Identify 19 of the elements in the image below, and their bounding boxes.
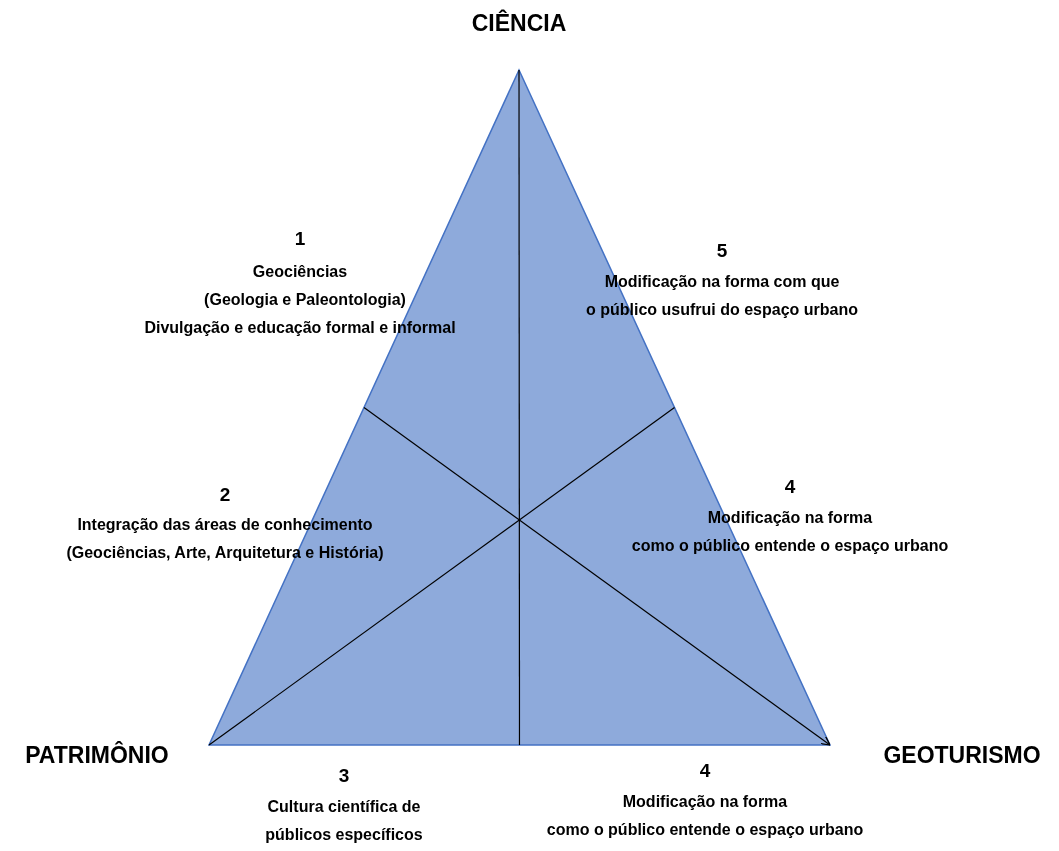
section-number: 4 xyxy=(699,760,711,783)
section-number: 2 xyxy=(219,484,231,507)
section-text: Integração das áreas de conhecimento xyxy=(77,515,373,535)
section-text: Modificação na forma xyxy=(622,792,788,812)
section-number: 1 xyxy=(294,228,306,251)
section-number: 5 xyxy=(716,240,728,263)
section-text: como o público entende o espaço urbano xyxy=(546,820,864,840)
section-text: Divulgação e educação formal e informal xyxy=(144,318,456,338)
section-number: 4 xyxy=(784,476,796,499)
section-text: Geociências xyxy=(252,262,348,282)
section-text: Cultura científica de xyxy=(267,797,421,817)
section-text: (Geologia e Paleontologia) xyxy=(204,290,406,310)
vertex-label: PATRIMÔNIO xyxy=(25,742,169,770)
section-text: como o público entende o espaço urbano xyxy=(631,536,949,556)
vertex-label: CIÊNCIA xyxy=(471,10,567,38)
section-text: o público usufrui do espaço urbano xyxy=(586,300,858,320)
section-number: 3 xyxy=(338,765,350,788)
section-text: públicos específicos xyxy=(265,825,423,845)
vertex-label: GEOTURISMO xyxy=(883,742,1041,770)
